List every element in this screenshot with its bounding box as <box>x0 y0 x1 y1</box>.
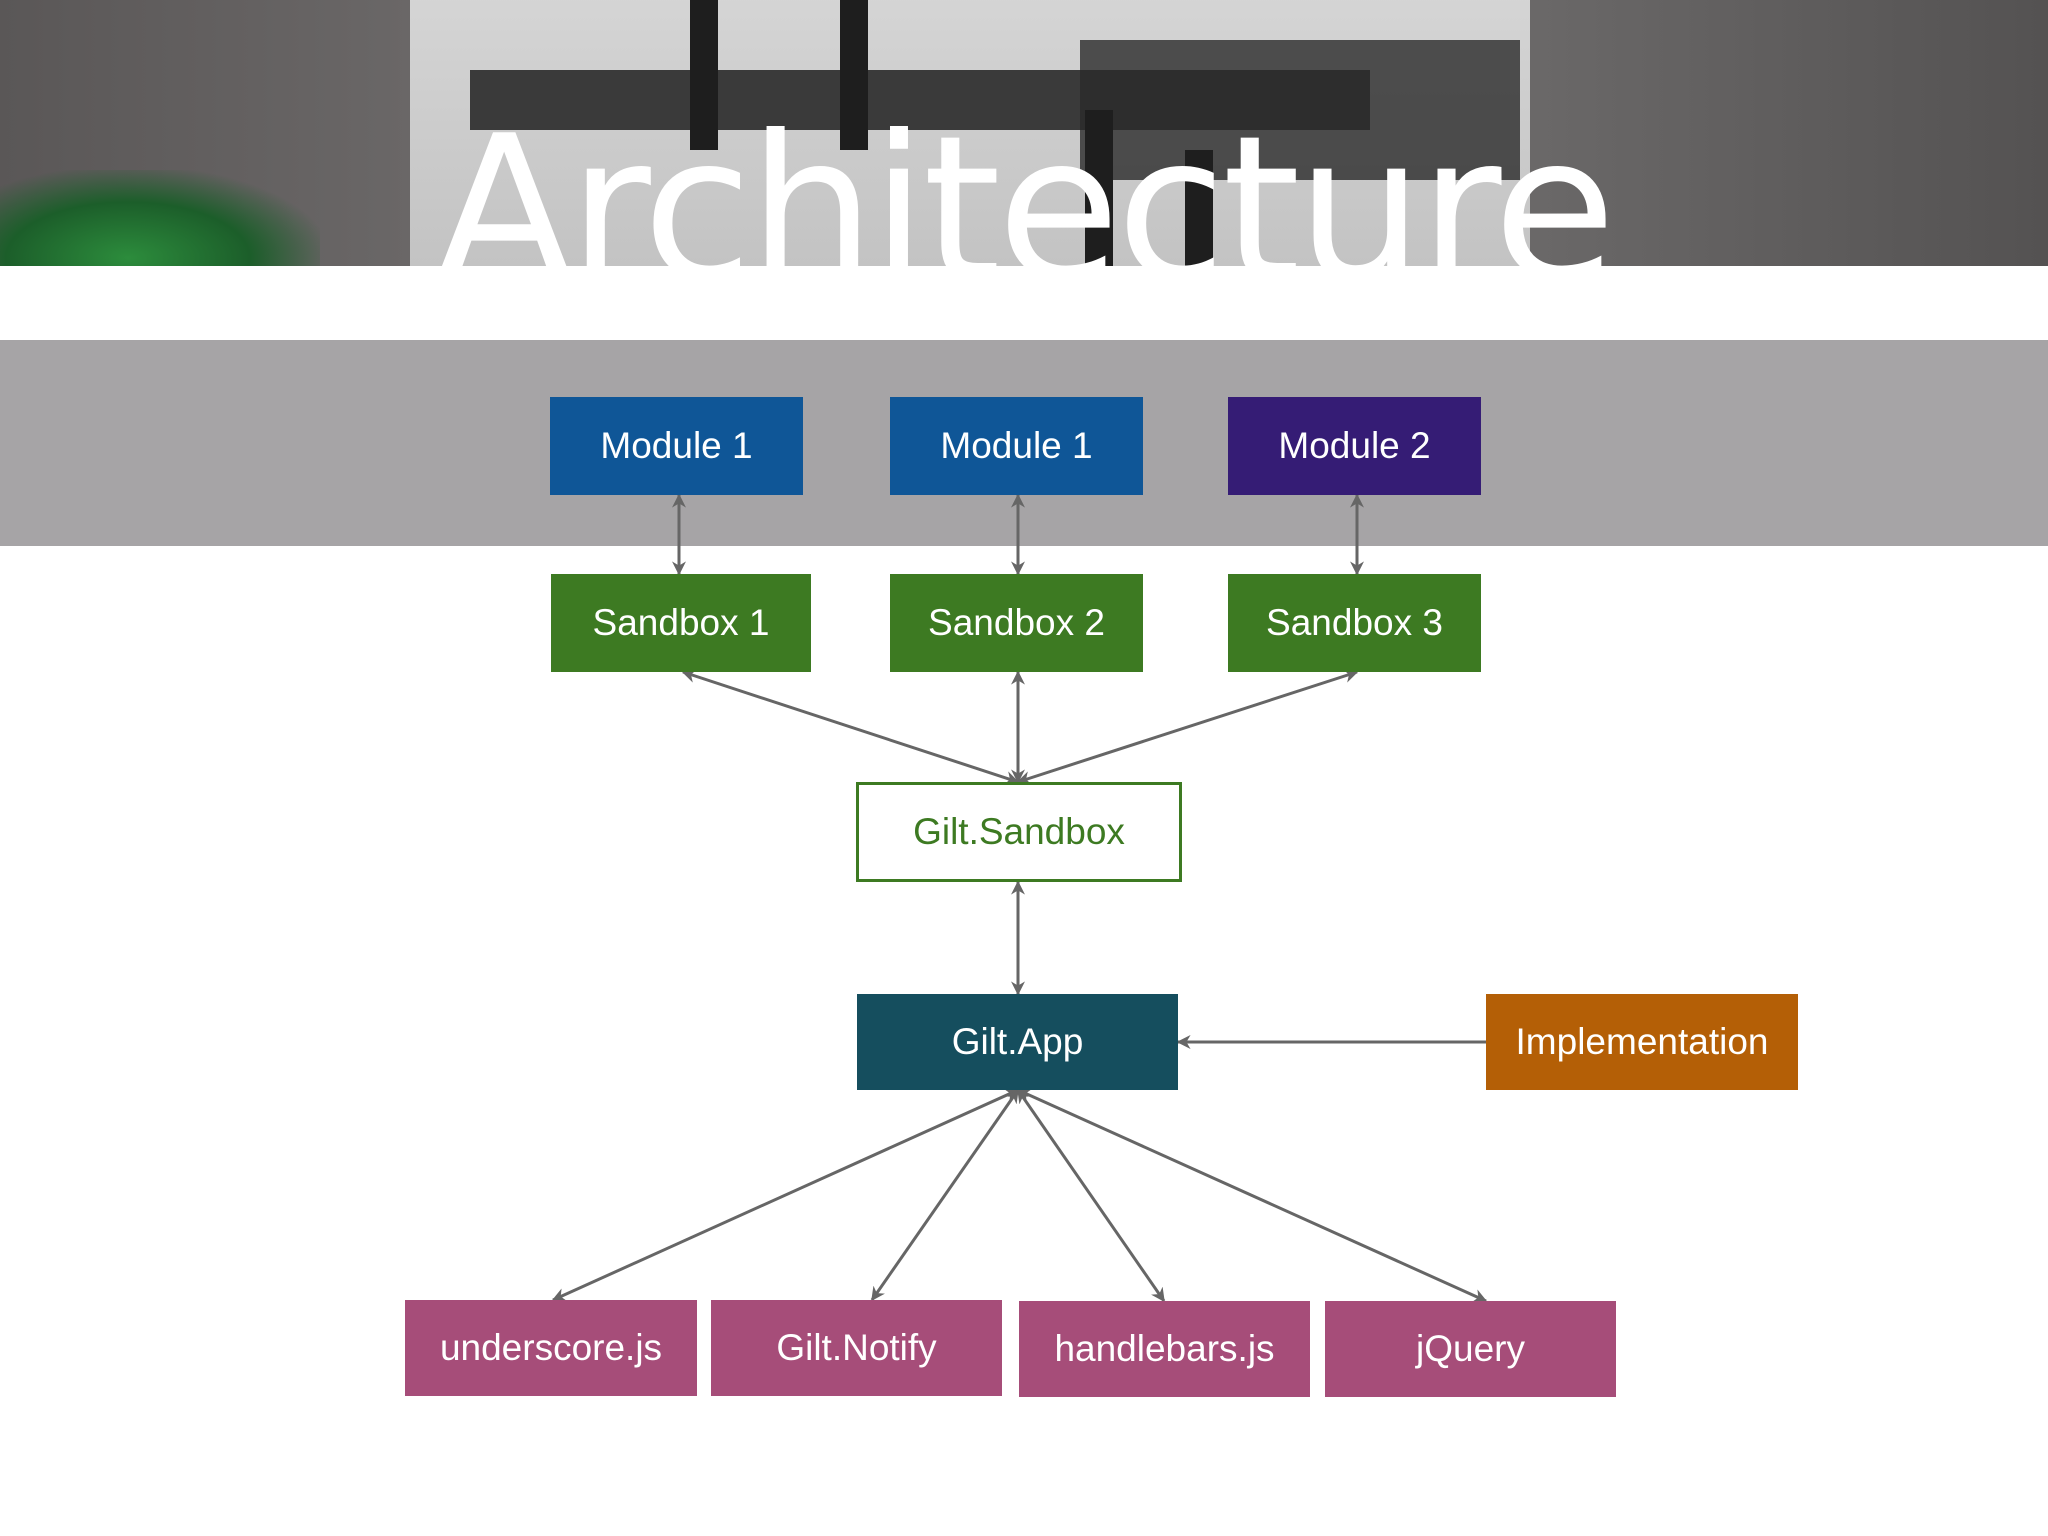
slide-title: Architecture <box>435 93 1616 326</box>
gilt-notify-label: Gilt.Notify <box>776 1327 937 1368</box>
module-2-label: Module 2 <box>1278 425 1431 466</box>
connector-gilt-app-underscore <box>551 1088 1020 1302</box>
sandbox-3-label: Sandbox 3 <box>1266 602 1443 643</box>
post-decoration <box>1185 150 1213 266</box>
sandbox-1-box: Sandbox 1 <box>551 574 811 672</box>
handlebars-js-label: handlebars.js <box>1054 1328 1275 1369</box>
module-1-box: Module 1 <box>550 397 803 495</box>
header-photo <box>0 0 2048 266</box>
gilt-app-label: Gilt.App <box>951 1021 1084 1062</box>
module-2-box: Module 2 <box>1228 397 1481 495</box>
module-1-label: Module 1 <box>940 425 1093 466</box>
post-decoration <box>1085 110 1113 266</box>
underscore-js-label: underscore.js <box>439 1327 663 1368</box>
gilt-sandbox-box: Gilt.Sandbox <box>856 782 1182 882</box>
sandbox-2-label: Sandbox 2 <box>928 602 1105 643</box>
connector-gilt-app-jquery <box>1016 1088 1488 1303</box>
jquery-box: jQuery <box>1325 1301 1616 1397</box>
post-decoration <box>690 0 718 150</box>
implementation-box: Implementation <box>1486 994 1798 1090</box>
module-1-box: Module 1 <box>890 397 1143 495</box>
jquery-label: jQuery <box>1416 1328 1525 1369</box>
gilt-sandbox-label: Gilt.Sandbox <box>913 811 1125 852</box>
implementation-label: Implementation <box>1515 1021 1769 1062</box>
connector-gilt-app-gilt-notify <box>870 1088 1020 1302</box>
post-decoration <box>840 0 868 150</box>
underscore-js-box: underscore.js <box>405 1300 697 1396</box>
plants-decoration <box>0 170 320 266</box>
gilt-notify-box: Gilt.Notify <box>711 1300 1002 1396</box>
sandbox-3-box: Sandbox 3 <box>1228 574 1481 672</box>
gilt-app-box: Gilt.App <box>857 994 1178 1090</box>
connector-sandbox-3-gilt-sandbox <box>1016 669 1359 785</box>
handlebars-js-box: handlebars.js <box>1019 1301 1310 1397</box>
balcony-windows-decoration <box>1080 40 1520 180</box>
module-1-label: Module 1 <box>600 425 753 466</box>
sandbox-2-box: Sandbox 2 <box>890 574 1143 672</box>
sandbox-1-label: Sandbox 1 <box>592 602 770 643</box>
connector-sandbox-1-gilt-sandbox <box>681 669 1020 785</box>
